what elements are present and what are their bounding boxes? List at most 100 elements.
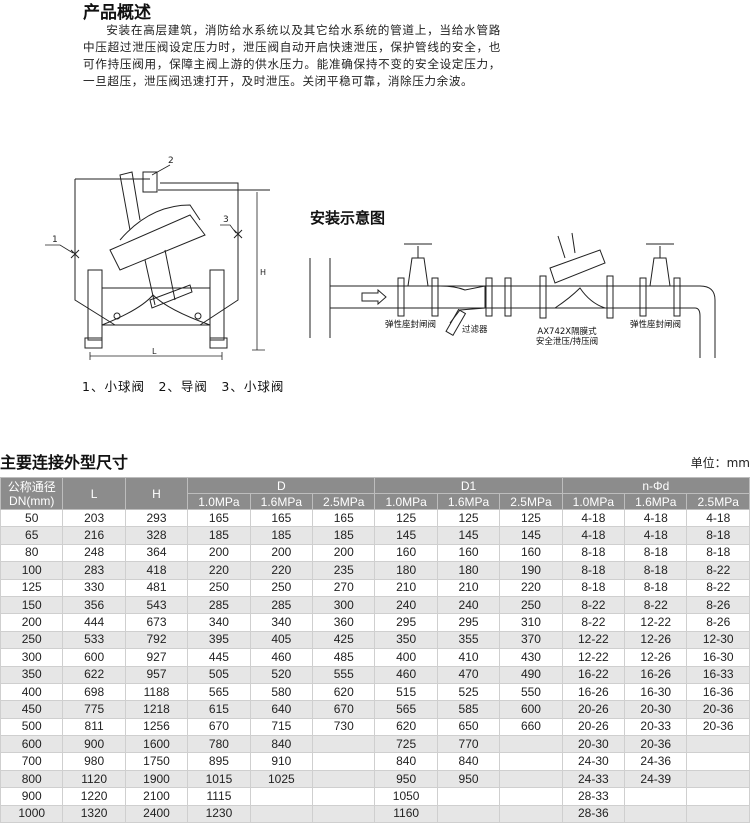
table-cell: 8-22 <box>686 578 750 597</box>
table-cell <box>312 769 376 789</box>
table-cell: 525 <box>436 682 501 702</box>
table-cell: 340 <box>249 613 314 632</box>
table-cell: 1600 <box>124 735 189 754</box>
table-cell: 235 <box>312 561 376 580</box>
main-valve-label: AX742X隔膜式 安全泄压/持压阀 <box>527 327 607 347</box>
table-cell: 1025 <box>249 769 314 789</box>
pilot-valve-icon <box>142 171 158 193</box>
ball-valve-3-icon <box>233 229 243 239</box>
table-cell: 515 <box>374 682 438 702</box>
table-cell: 285 <box>187 595 251 615</box>
table-cell: 28-33 <box>561 787 626 806</box>
table-cell: 4-18 <box>624 526 688 545</box>
table-cell: 775 <box>62 700 126 719</box>
table-cell <box>499 735 563 754</box>
table-cell: 355 <box>436 630 501 650</box>
table-cell: 555 <box>312 665 376 684</box>
table-cell: 780 <box>187 735 251 754</box>
table-cell: 20-26 <box>561 700 626 719</box>
table-cell: 24-39 <box>624 769 688 789</box>
table-cell: 16-22 <box>561 665 626 684</box>
gate-valve-2-icon <box>639 243 681 317</box>
dim-l-label: L <box>152 347 157 356</box>
table-cell: 445 <box>187 648 251 667</box>
table-cell: 4-18 <box>561 526 626 545</box>
table-cell: 145 <box>499 526 563 545</box>
table-cell: 1160 <box>374 804 438 823</box>
table-cell <box>686 735 750 754</box>
table-cell: 330 <box>62 578 126 597</box>
table-cell: 160 <box>374 543 438 563</box>
table-cell: 240 <box>374 595 438 615</box>
table-cell: 500 <box>0 717 64 737</box>
table-cell: 165 <box>249 508 314 528</box>
dimensions-title: 主要连接外型尺寸 <box>0 453 129 472</box>
table-cell: 16-26 <box>561 682 626 702</box>
table-cell: 895 <box>187 752 251 771</box>
table-cell: 12-26 <box>624 630 688 650</box>
header-d1: D1 <box>374 477 563 494</box>
table-cell: 430 <box>499 648 563 667</box>
table-cell: 418 <box>124 561 189 580</box>
table-cell: 460 <box>249 648 314 667</box>
table-cell: 460 <box>374 665 438 684</box>
table-cell: 364 <box>124 543 189 563</box>
table-cell: 125 <box>436 508 501 528</box>
table-cell: 250 <box>187 578 251 597</box>
table-cell: 505 <box>187 665 251 684</box>
table-cell: 210 <box>436 578 501 597</box>
unit-label: 单位：mm <box>690 456 750 470</box>
table-cell: 840 <box>374 752 438 771</box>
table-cell: 165 <box>312 508 376 528</box>
table-cell <box>686 787 750 806</box>
table-cell: 1015 <box>187 769 251 789</box>
table-cell: 300 <box>0 648 64 667</box>
table-cell: 8-26 <box>686 613 750 632</box>
header-dn-line2: DN(mm) <box>9 493 55 508</box>
table-cell: 4-18 <box>686 508 750 528</box>
table-cell: 620 <box>374 717 438 737</box>
table-cell: 12-22 <box>561 630 626 650</box>
table-cell: 185 <box>312 526 376 545</box>
filter-icon <box>439 277 512 336</box>
table-cell: 622 <box>62 665 126 684</box>
table-cell <box>624 804 688 823</box>
table-cell: 145 <box>374 526 438 545</box>
header-pressure: 1.6MPa <box>249 493 314 510</box>
table-cell: 295 <box>374 613 438 632</box>
table-cell: 2400 <box>124 804 189 823</box>
table-cell: 600 <box>499 700 563 719</box>
table-cell <box>499 769 563 789</box>
table-cell: 585 <box>436 700 501 719</box>
elbow-pipe <box>694 285 716 358</box>
table-cell: 28-36 <box>561 804 626 823</box>
table-cell: 400 <box>374 648 438 667</box>
gate-valve-1-label: 弹性座封闸阀 <box>385 320 437 330</box>
table-cell: 80 <box>0 543 64 563</box>
table-cell: 125 <box>499 508 563 528</box>
table-cell: 16-30 <box>686 648 750 667</box>
valve-parts-legend: 1、小球阀 2、导阀 3、小球阀 <box>82 379 285 394</box>
table-cell: 444 <box>62 613 126 632</box>
table-cell: 8-18 <box>624 578 688 597</box>
header-pressure: 1.6MPa <box>624 493 688 510</box>
gate-valve-1-icon <box>397 243 439 317</box>
table-cell <box>249 804 314 823</box>
table-cell: 12-22 <box>561 648 626 667</box>
table-cell: 8-18 <box>686 526 750 545</box>
header-pressure: 2.5MPa <box>312 493 376 510</box>
header-dn-line1: 公称通径 <box>7 479 56 494</box>
table-cell: 950 <box>436 769 501 789</box>
table-cell <box>686 769 750 789</box>
flow-arrow-icon <box>361 288 387 306</box>
